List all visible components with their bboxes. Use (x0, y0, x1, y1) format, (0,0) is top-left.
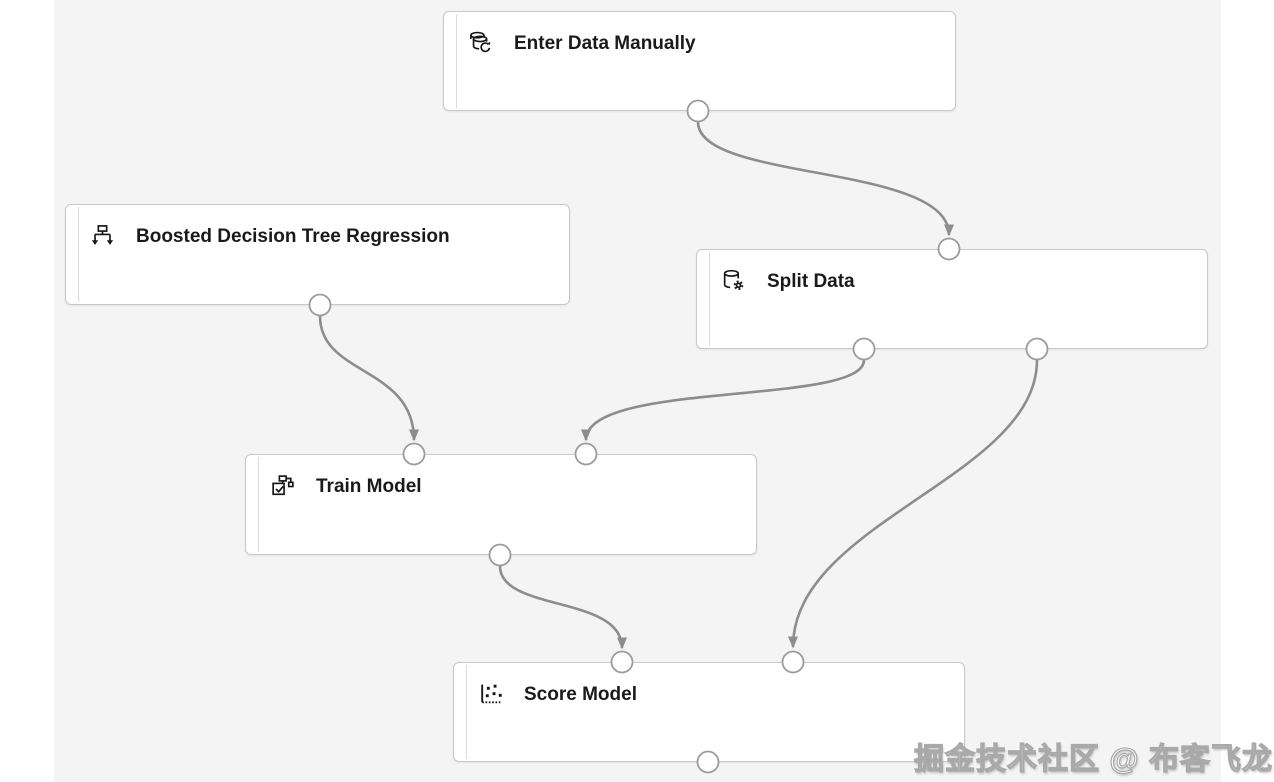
node-score-model[interactable]: Score Model (453, 662, 965, 762)
connection-boostedtree-to-trainmodel[interactable] (318, 315, 419, 442)
node-label: Boosted Decision Tree Regression (136, 225, 450, 247)
connection-enterdata-to-splitdata[interactable] (696, 121, 954, 237)
node-label: Train Model (316, 475, 422, 497)
node-label: Enter Data Manually (514, 32, 696, 54)
port-trainmodel-output[interactable] (488, 543, 512, 567)
connection-splitdata-to-scoremodel[interactable] (788, 359, 1039, 649)
connection-trainmodel-to-scoremodel[interactable] (498, 565, 627, 650)
scatter-plot-icon (481, 684, 502, 704)
port-trainmodel-input-1[interactable] (402, 442, 426, 466)
node-label: Split Data (767, 270, 855, 292)
node-split-data[interactable]: Split Data (696, 249, 1208, 349)
port-scoremodel-output[interactable] (696, 750, 720, 774)
port-splitdata-output-1[interactable] (852, 337, 876, 361)
tree-branch-icon (91, 225, 114, 246)
node-left-divider (456, 14, 457, 108)
port-enterdata-output[interactable] (686, 99, 710, 123)
node-left-divider (258, 457, 259, 552)
database-gear-icon (723, 269, 744, 291)
port-boostedtree-output[interactable] (308, 293, 332, 317)
node-train-model[interactable]: Train Model (245, 454, 757, 555)
node-left-divider (466, 665, 467, 759)
port-splitdata-input[interactable] (937, 237, 961, 261)
node-boosted-decision-tree-regression[interactable]: Boosted Decision Tree Regression (65, 204, 570, 305)
checkbox-flowchart-icon (272, 475, 294, 496)
node-left-divider (709, 252, 710, 346)
node-enter-data-manually[interactable]: Enter Data Manually (443, 11, 956, 111)
port-trainmodel-input-2[interactable] (574, 442, 598, 466)
pipeline-canvas[interactable] (54, 0, 1221, 782)
port-scoremodel-input-2[interactable] (781, 650, 805, 674)
database-refresh-icon (470, 31, 491, 53)
port-scoremodel-input-1[interactable] (610, 650, 634, 674)
node-label: Score Model (524, 683, 637, 705)
port-splitdata-output-2[interactable] (1025, 337, 1049, 361)
watermark-text: 掘金技术社区 @ 布客飞龙 (913, 742, 1273, 776)
connection-splitdata-to-trainmodel[interactable] (581, 359, 866, 442)
node-left-divider (78, 207, 79, 302)
